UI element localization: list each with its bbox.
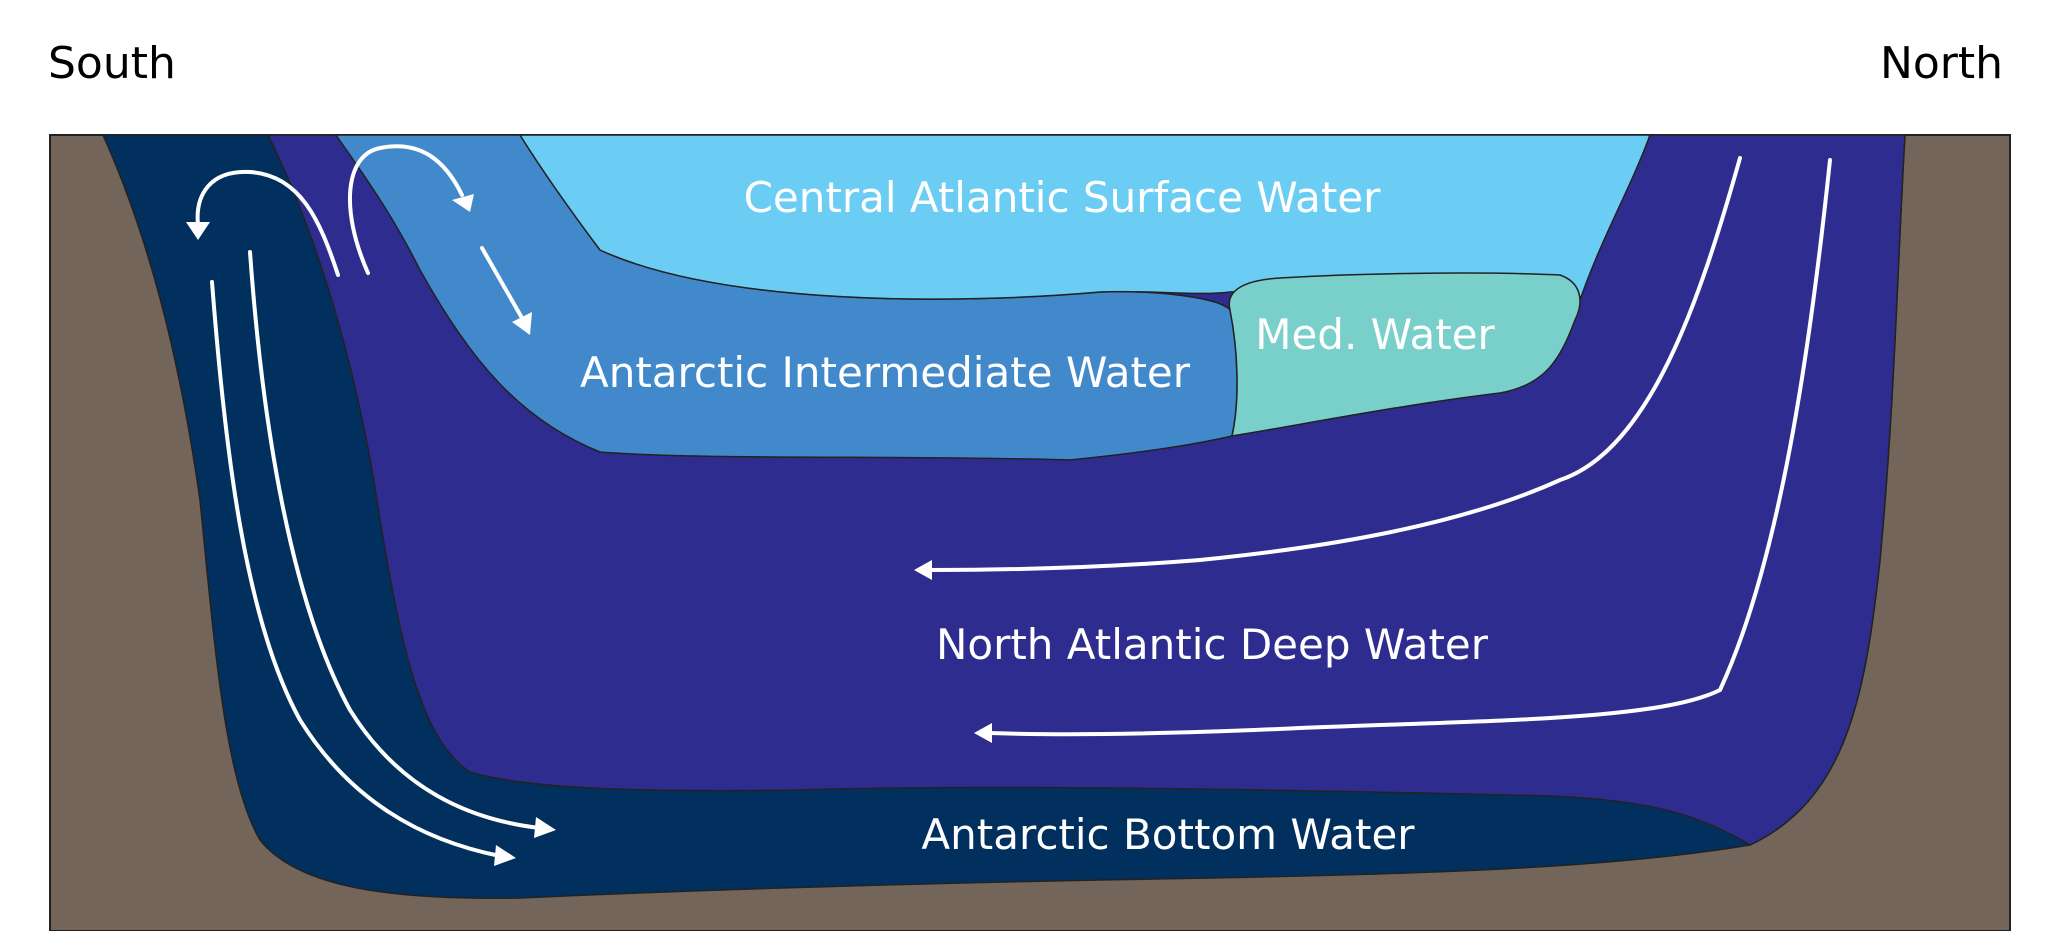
aaiw-sinking-arrowhead <box>512 312 532 335</box>
central-atlantic-surface-water-region <box>518 134 1652 307</box>
upwelling-arrow-left <box>195 169 340 277</box>
aabw-arrowhead-inner <box>534 817 556 838</box>
nadw-arrow-upper <box>928 156 1742 572</box>
upwelling-arrowhead-right <box>452 194 474 212</box>
upwelling-arrow-right <box>348 144 464 275</box>
aabw-arrow-outer <box>210 280 502 858</box>
north-label: North <box>1879 38 2003 89</box>
central-atlantic-surface-water-label: Central Atlantic Surface Water <box>744 173 1382 222</box>
south-label: South <box>48 38 176 89</box>
nadw-arrowhead-upper <box>914 560 932 580</box>
med-water-label: Med. Water <box>1255 310 1495 359</box>
nadw-arrow-lower <box>988 158 1832 737</box>
antarctic-bottom-water-label: Antarctic Bottom Water <box>921 810 1415 859</box>
nadw-arrowhead-lower <box>974 723 992 743</box>
upwelling-arrowhead-left <box>186 222 210 240</box>
aabw-arrow-inner <box>248 250 542 830</box>
aabw-arrowhead-outer <box>494 845 516 866</box>
antarctic-intermediate-water-label: Antarctic Intermediate Water <box>580 348 1191 397</box>
north-atlantic-deep-water-label: North Atlantic Deep Water <box>936 620 1489 669</box>
med-water-region <box>1228 272 1581 437</box>
aaiw-sinking-arrow <box>480 246 524 320</box>
